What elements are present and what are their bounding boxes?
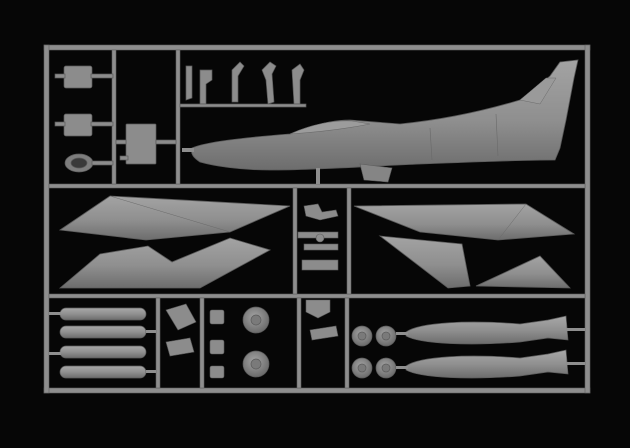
cockpit-parts	[54, 61, 307, 173]
bombs	[396, 315, 585, 379]
left-wing	[58, 195, 291, 289]
sprue-frame	[43, 44, 591, 394]
fuselage-half	[182, 59, 579, 184]
right-wing	[353, 203, 576, 289]
wheels	[242, 306, 397, 379]
center-small-parts	[297, 203, 339, 271]
rocket-pods	[49, 307, 156, 379]
bottom-small-parts	[165, 299, 339, 379]
